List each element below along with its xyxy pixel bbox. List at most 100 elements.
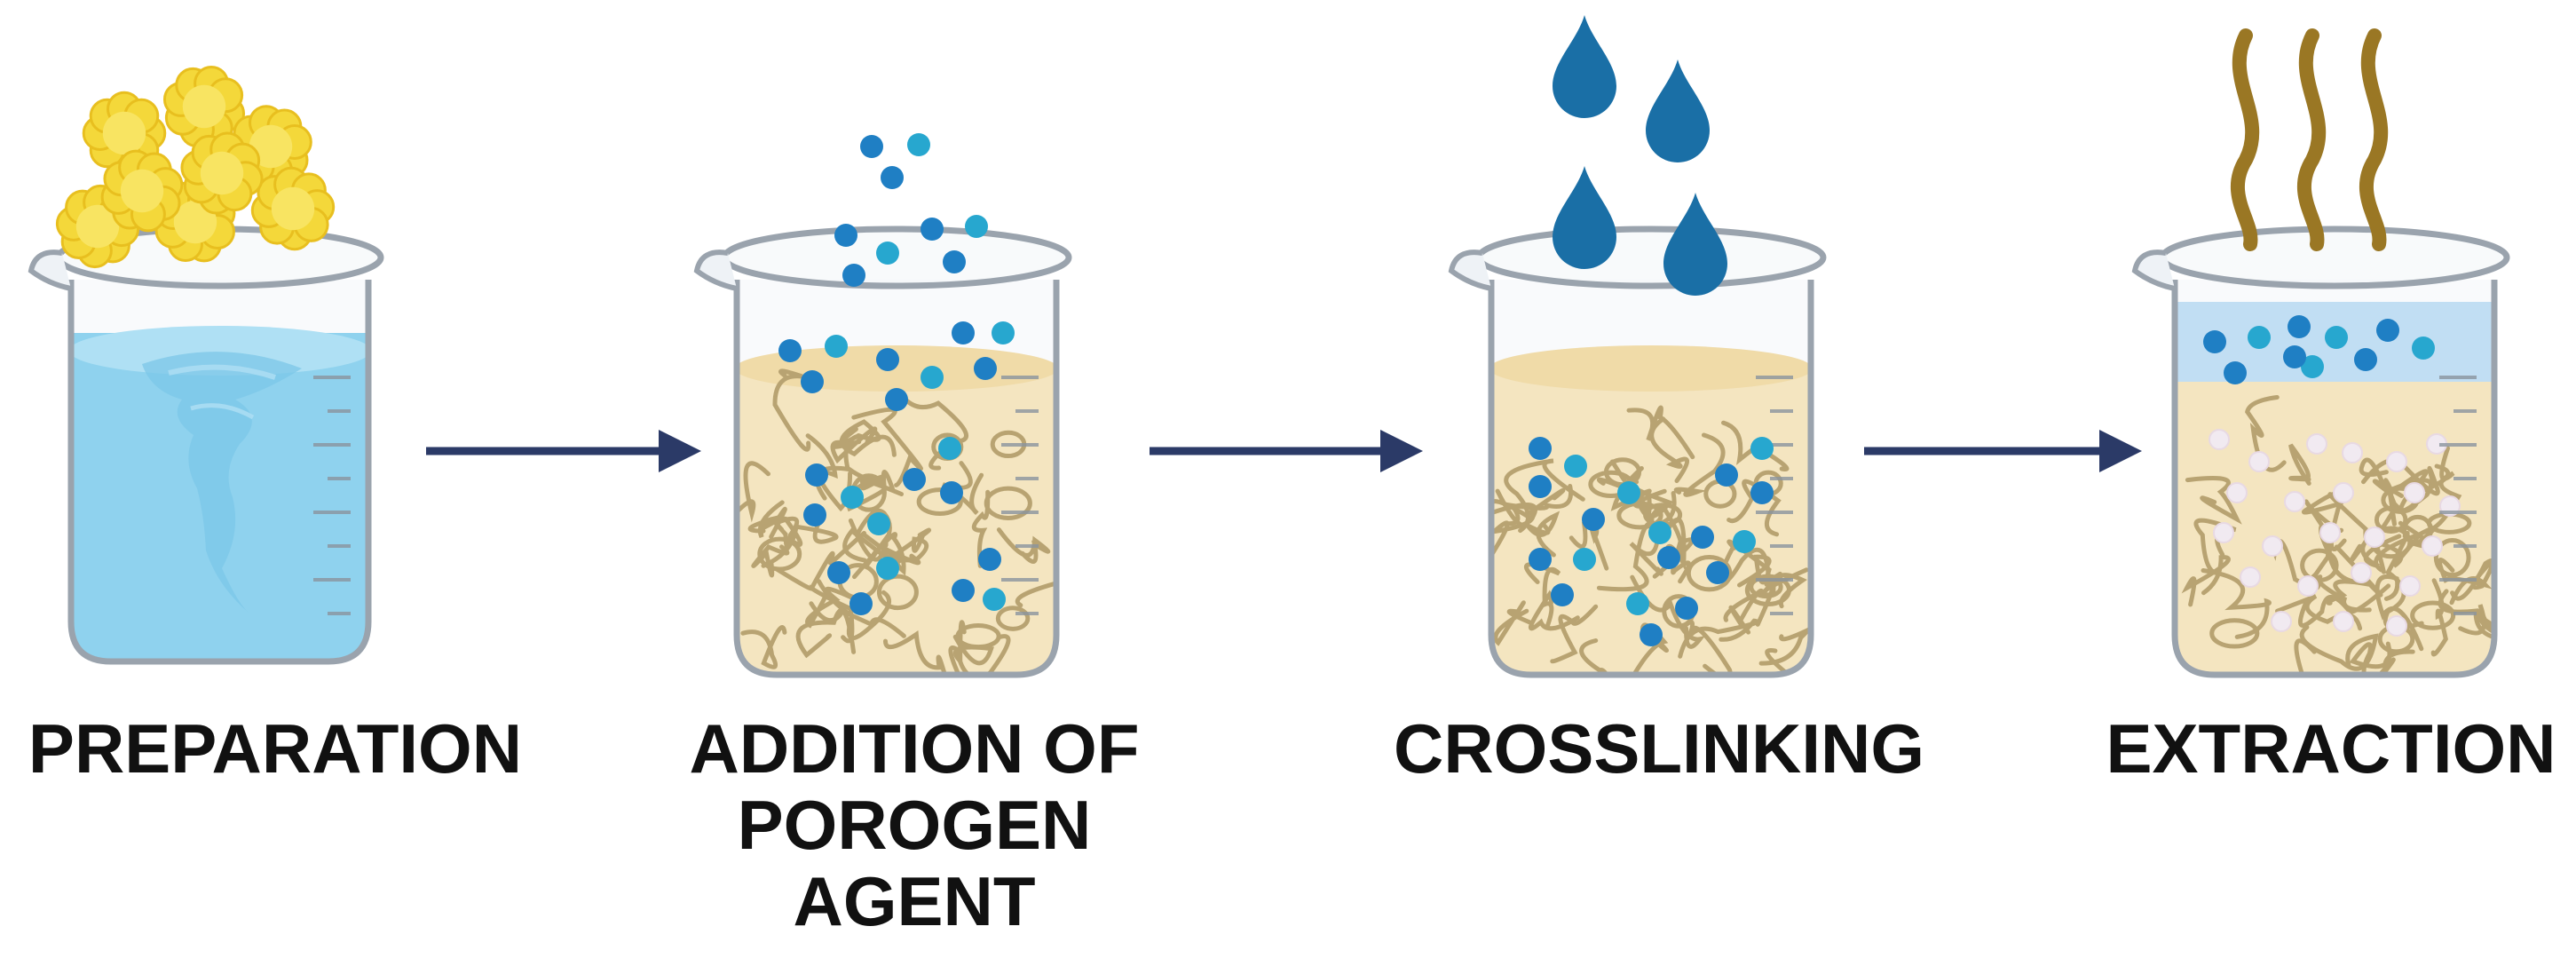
- porogen-beads: [778, 133, 1015, 615]
- polymer-loop: [1744, 574, 1791, 606]
- flake-core: [182, 84, 226, 129]
- bead: [860, 135, 883, 158]
- label-line: PREPARATION: [28, 709, 523, 788]
- bead: [1564, 455, 1587, 478]
- polymer-strand: [1683, 620, 1733, 675]
- bead: [2412, 337, 2435, 360]
- bead: [974, 357, 997, 380]
- gel-fill: [737, 345, 1056, 675]
- polymer-strand: [1727, 539, 1772, 588]
- bead: [1551, 583, 1574, 606]
- bead: [907, 133, 930, 156]
- pore: [2248, 451, 2270, 472]
- polymer-strand: [1727, 479, 1782, 537]
- polymer-strand: [846, 466, 904, 496]
- polymer-strand: [795, 608, 857, 659]
- pore: [2284, 491, 2305, 512]
- polymer-strand: [1626, 405, 1695, 460]
- bead: [943, 250, 966, 273]
- polymer-strand: [2349, 534, 2402, 569]
- pore: [2422, 535, 2443, 557]
- polymer-strand: [751, 543, 790, 578]
- water-drop-icon: [1553, 15, 1616, 118]
- yellow-flakes-icon: [55, 65, 336, 269]
- water-drop-icon: [1553, 166, 1616, 269]
- polymer-network: [737, 368, 1056, 675]
- solvent-beads: [2203, 315, 2435, 384]
- glass-rim: [2159, 226, 2510, 289]
- pore: [2351, 562, 2372, 583]
- polymer-strand: [737, 461, 770, 523]
- bead: [965, 215, 988, 238]
- polymer-strand: [1493, 600, 1532, 646]
- bead: [1691, 526, 1714, 549]
- polymer-strand: [2288, 443, 2311, 486]
- step-label-preparation: PREPARATION: [27, 710, 524, 787]
- polymer-strand: [1525, 511, 1561, 558]
- glass-body: [1488, 280, 1814, 678]
- label-line: EXTRACTION: [2106, 709, 2556, 788]
- pore: [2319, 522, 2341, 543]
- vapor-line: [2296, 28, 2327, 251]
- bead: [1529, 548, 1552, 571]
- bead: [2248, 326, 2271, 349]
- glass-spout: [2131, 249, 2176, 291]
- bead: [876, 242, 899, 265]
- polymer-loop: [2374, 505, 2408, 534]
- beaker-glass-outline: [28, 226, 384, 665]
- pore: [2209, 429, 2230, 450]
- bead: [849, 592, 873, 615]
- flake: [100, 149, 184, 233]
- bead: [978, 548, 1001, 571]
- bead: [2376, 319, 2399, 342]
- step-crosslinking-beaker: [1448, 15, 1827, 678]
- flake-core: [173, 200, 217, 244]
- pore: [2226, 482, 2248, 503]
- polymer-strand: [1678, 618, 1759, 659]
- pore: [2213, 522, 2234, 543]
- polymer-loop: [955, 622, 1001, 650]
- bead: [2224, 361, 2247, 384]
- bead: [1529, 437, 1552, 460]
- bead: [1582, 508, 1605, 531]
- polymer-strand: [1721, 420, 1790, 472]
- step-preparation-beaker: [28, 65, 384, 665]
- bead: [805, 463, 828, 487]
- polymer-loop: [1686, 555, 1733, 592]
- vapor-line: [2230, 28, 2260, 251]
- polymer-strand: [952, 620, 994, 667]
- bead: [983, 588, 1006, 611]
- bead: [1750, 437, 1774, 460]
- beaker-glass-outline: [2131, 226, 2510, 678]
- polymer-strand: [772, 368, 811, 452]
- flake-core: [200, 151, 244, 195]
- bead: [842, 264, 865, 287]
- bead: [2325, 326, 2348, 349]
- water-drop-icon: [1663, 193, 1727, 296]
- pores: [2209, 429, 2461, 637]
- bead: [1657, 546, 1680, 569]
- polymer-strand: [2181, 555, 2231, 607]
- bead: [876, 348, 899, 371]
- polymer-strand: [898, 392, 968, 471]
- bead: [1640, 623, 1663, 646]
- glass-body: [2171, 280, 2498, 678]
- polymer-strand: [809, 601, 906, 638]
- polymer-strand: [1765, 647, 1811, 675]
- bead: [2288, 315, 2311, 338]
- polymer-strand: [2349, 641, 2392, 675]
- flake: [82, 91, 167, 176]
- bead: [827, 561, 850, 584]
- bead: [938, 437, 961, 460]
- bead: [834, 224, 857, 247]
- bead: [921, 366, 944, 389]
- pore: [2333, 482, 2354, 503]
- polymer-strand: [1758, 611, 1811, 666]
- polymer-strand: [882, 630, 952, 675]
- polymer-strand: [1491, 488, 1537, 527]
- vapor-lines-icon: [2230, 28, 2389, 251]
- polymer-loop: [2300, 548, 2339, 582]
- polymer-strand: [2361, 457, 2440, 496]
- polymer-loop: [916, 487, 963, 516]
